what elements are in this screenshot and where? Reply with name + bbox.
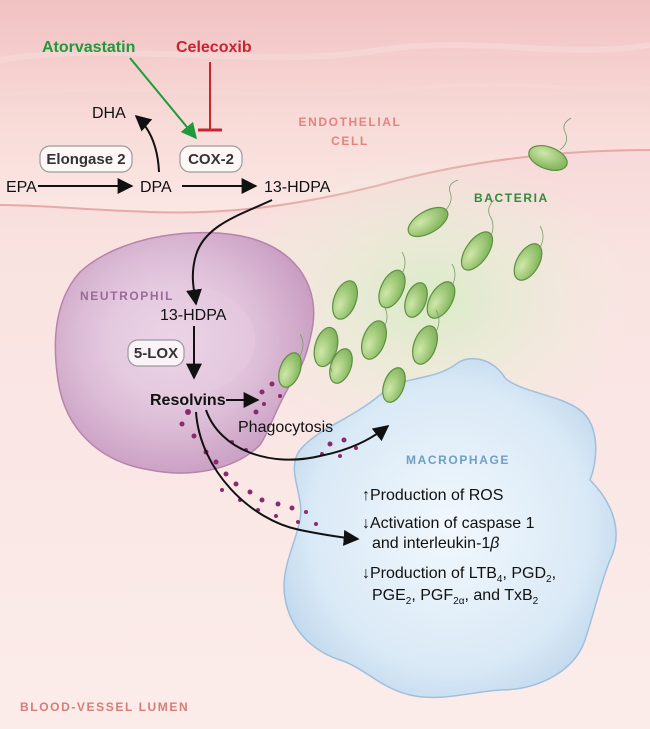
phagocytosis-label: Phagocytosis (238, 419, 333, 436)
effect-lt-text: Production of LTB (370, 565, 497, 582)
resolvins-to-effects-arrow (195, 411, 360, 546)
effect-caspase-text: Activation of caspase 1 (370, 515, 535, 532)
effect-pgf-sub: 2α (453, 596, 465, 607)
endothelial-label-line1: ENDOTHELIAL (299, 115, 402, 129)
effect-ros-text: Production of ROS (370, 487, 503, 504)
lox5-label: 5-LOX (134, 345, 178, 362)
elongase-label: Elongase 2 (46, 151, 125, 168)
atorvastatin-arrow (129, 57, 198, 140)
effect-txb-text: , and TxB (464, 587, 532, 604)
effect-ros: ↑Production of ROS (362, 487, 503, 504)
dpa-label: DPA (140, 179, 172, 196)
down-arrow-icon: ↓ (362, 565, 370, 582)
bacteria-cluster (278, 117, 572, 403)
hdpa-neutrophil-label: 13-HDPA (160, 307, 227, 324)
lumen-label: BLOOD-VESSEL LUMEN (20, 700, 189, 714)
resolvins-to-macrophage-arrow (205, 409, 390, 461)
bacteria-label: BACTERIA (474, 191, 549, 205)
effect-pge-text: PGE (372, 587, 406, 604)
macrophage-effects: ↑Production of ROS ↓Activation of caspas… (362, 487, 556, 607)
effect-interleukin-text: and interleukin-1 (372, 535, 490, 552)
effect-pgd-text: , PGD (502, 565, 546, 582)
lox5-box (127, 339, 185, 367)
resolvins-label: Resolvins (150, 392, 226, 409)
effect-caspase-line2: and interleukin-1β (372, 535, 499, 552)
celecoxib-label: Celecoxib (176, 39, 252, 56)
effect-lipids-line2: PGE2, PGF2α, and TxB2 (372, 587, 539, 607)
elongase-box (39, 145, 133, 173)
effect-pgf-text: , PGF (411, 587, 453, 604)
hdpa-transfer-arrow (186, 199, 273, 306)
effect-beta-text: β (489, 535, 499, 552)
effect-lipids-line1: ↓Production of LTB4, PGD2, (362, 565, 556, 585)
atorvastatin-label: Atorvastatin (42, 39, 135, 56)
down-arrow-icon: ↓ (362, 515, 370, 532)
effect-pge-sub: 2 (406, 596, 412, 607)
effect-pgd-sub: 2 (546, 574, 552, 585)
effect-lt-sub: 4 (497, 574, 503, 585)
epa-label: EPA (6, 179, 37, 196)
endothelial-label-line2: CELL (331, 134, 369, 148)
effect-caspase-line1: ↓Activation of caspase 1 (362, 515, 535, 532)
cox2-box (179, 145, 243, 173)
dpa-to-dha-arrow (134, 114, 160, 173)
up-arrow-icon: ↑ (362, 487, 370, 504)
resolvin-particles (179, 381, 358, 526)
macrophage-label: MACROPHAGE (406, 453, 510, 467)
hdpa-top-label: 13-HDPA (264, 179, 331, 196)
cox2-label: COX-2 (188, 151, 234, 168)
neutrophil-label: NEUTROPHIL (80, 289, 174, 303)
effect-txb-sub: 2 (533, 596, 539, 607)
dha-label: DHA (92, 105, 126, 122)
